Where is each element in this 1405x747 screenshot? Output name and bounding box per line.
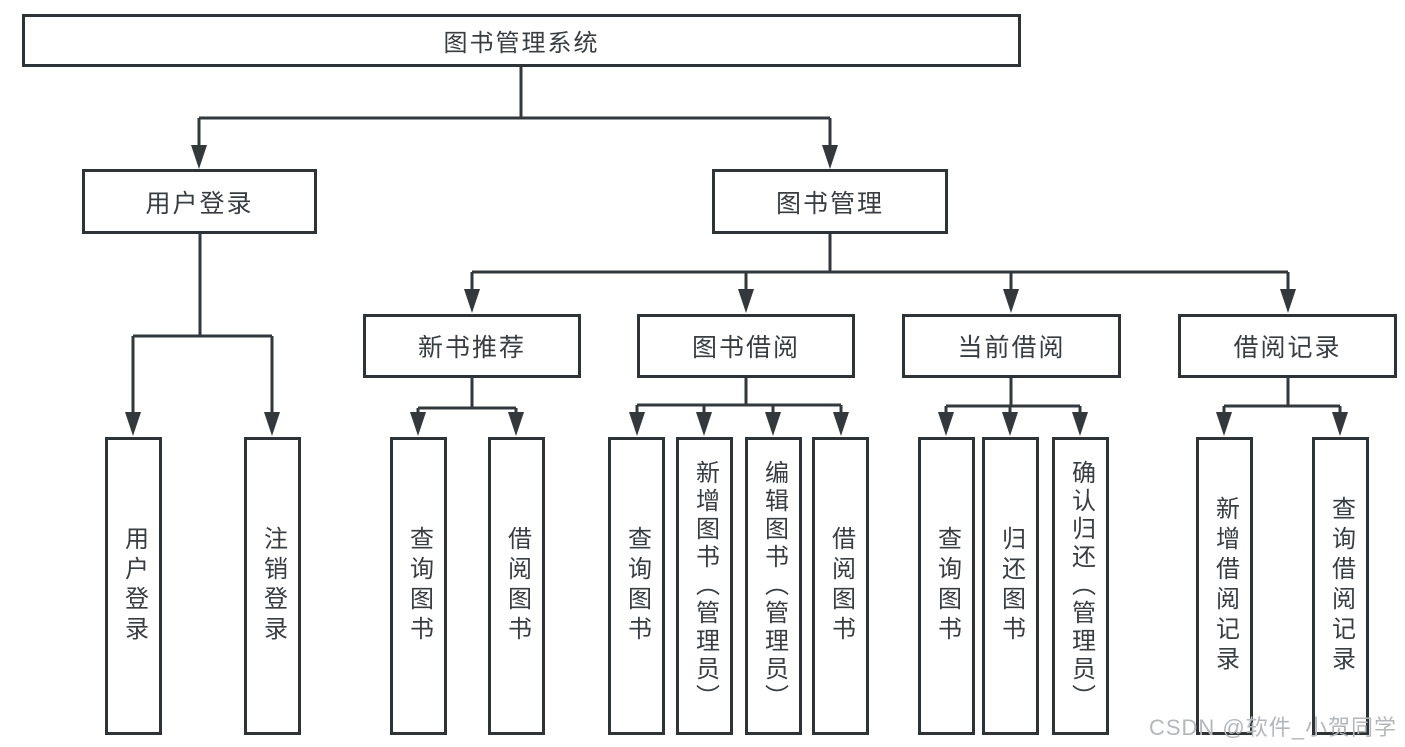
arrowhead	[191, 145, 207, 169]
arrowhead	[508, 412, 524, 436]
csdn-watermark: CSDN @软件_小贺同学	[1148, 715, 1397, 740]
arrowhead	[1216, 412, 1232, 436]
arrowhead	[822, 145, 838, 169]
arrowhead	[938, 412, 954, 436]
node-library-management-system: 图书管理系统	[22, 14, 1021, 67]
arrowhead	[1332, 412, 1348, 436]
node-new-book-recommendation: 新书推荐	[363, 314, 581, 378]
arrowhead	[264, 412, 280, 436]
node-br-add-borrow-record: 新增借阅记录	[1196, 437, 1253, 735]
arrowhead	[125, 412, 141, 436]
arrowhead	[1003, 289, 1019, 313]
node-bb-add-books-admin: 新增图书（管理员）	[676, 437, 733, 735]
connector-current-borrowing-children	[938, 378, 1088, 436]
connector-new-book-recommendation-children	[410, 378, 524, 436]
node-user-login-action: 用户登录	[105, 437, 162, 735]
arrowhead	[1072, 412, 1088, 436]
node-bb-edit-books-admin: 编辑图书（管理员）	[745, 437, 802, 735]
arrowhead	[765, 412, 781, 436]
node-book-borrowing: 图书借阅	[637, 314, 855, 378]
arrowhead	[696, 412, 712, 436]
connector-user-login-children	[125, 234, 280, 436]
arrowhead	[1280, 289, 1296, 313]
arrowhead	[410, 412, 426, 436]
connector-book-management-to-level3	[464, 234, 1296, 313]
connector-borrowing-records-children	[1216, 378, 1348, 436]
connector-book-borrowing-children	[629, 378, 849, 436]
node-br-query-borrow-record: 查询借阅记录	[1312, 437, 1369, 735]
node-book-management: 图书管理	[712, 169, 948, 234]
arrowhead	[738, 289, 754, 313]
arrowhead	[629, 412, 645, 436]
node-logout-action: 注销登录	[244, 437, 301, 735]
arrowhead	[833, 412, 849, 436]
node-nbr-query-books: 查询图书	[390, 437, 447, 735]
node-user-login: 用户登录	[82, 169, 317, 234]
connector-root-to-level2	[191, 67, 838, 169]
node-bb-query-books: 查询图书	[608, 437, 665, 735]
node-cb-return-books: 归还图书	[982, 437, 1039, 735]
node-nbr-borrow-books: 借阅图书	[488, 437, 545, 735]
node-cb-query-books: 查询图书	[918, 437, 975, 735]
node-cb-confirm-return-admin: 确认归还（管理员）	[1052, 437, 1109, 735]
node-current-borrowing: 当前借阅	[902, 314, 1121, 378]
arrowhead	[464, 289, 480, 313]
node-borrowing-records: 借阅记录	[1178, 314, 1397, 378]
node-bb-borrow-books: 借阅图书	[812, 437, 869, 735]
arrowhead	[1002, 412, 1018, 436]
